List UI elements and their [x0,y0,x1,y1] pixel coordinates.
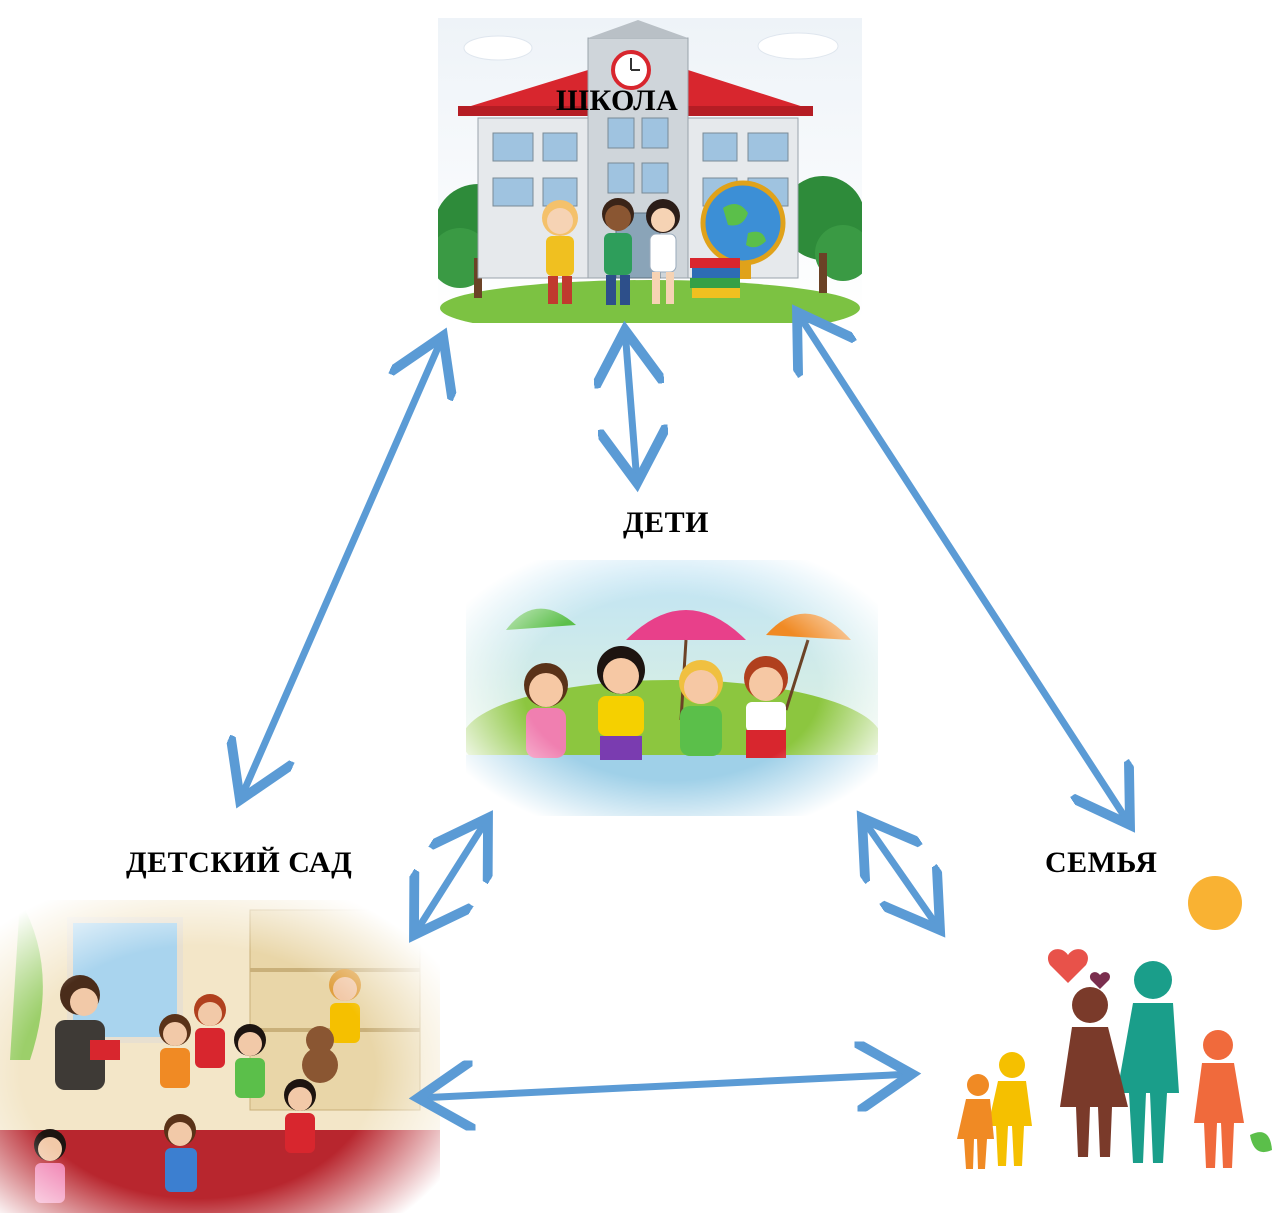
kindergarten-label: ДЕТСКИЙ САД [126,846,353,879]
edge-children-family [862,818,940,930]
family-image [957,876,1272,1169]
school-image [438,18,862,323]
edge-school-family [797,312,1130,825]
edge-kindergarten-family [418,1074,912,1098]
school-label: ШКОЛА [556,84,679,117]
kindergarten-image [0,900,440,1213]
children-label: ДЕТИ [623,506,709,539]
edge-school-kindergarten [240,336,443,800]
family-label: СЕМЬЯ [1045,846,1158,879]
edge-children-kindergarten [414,818,488,935]
edge-school-children [625,330,637,483]
